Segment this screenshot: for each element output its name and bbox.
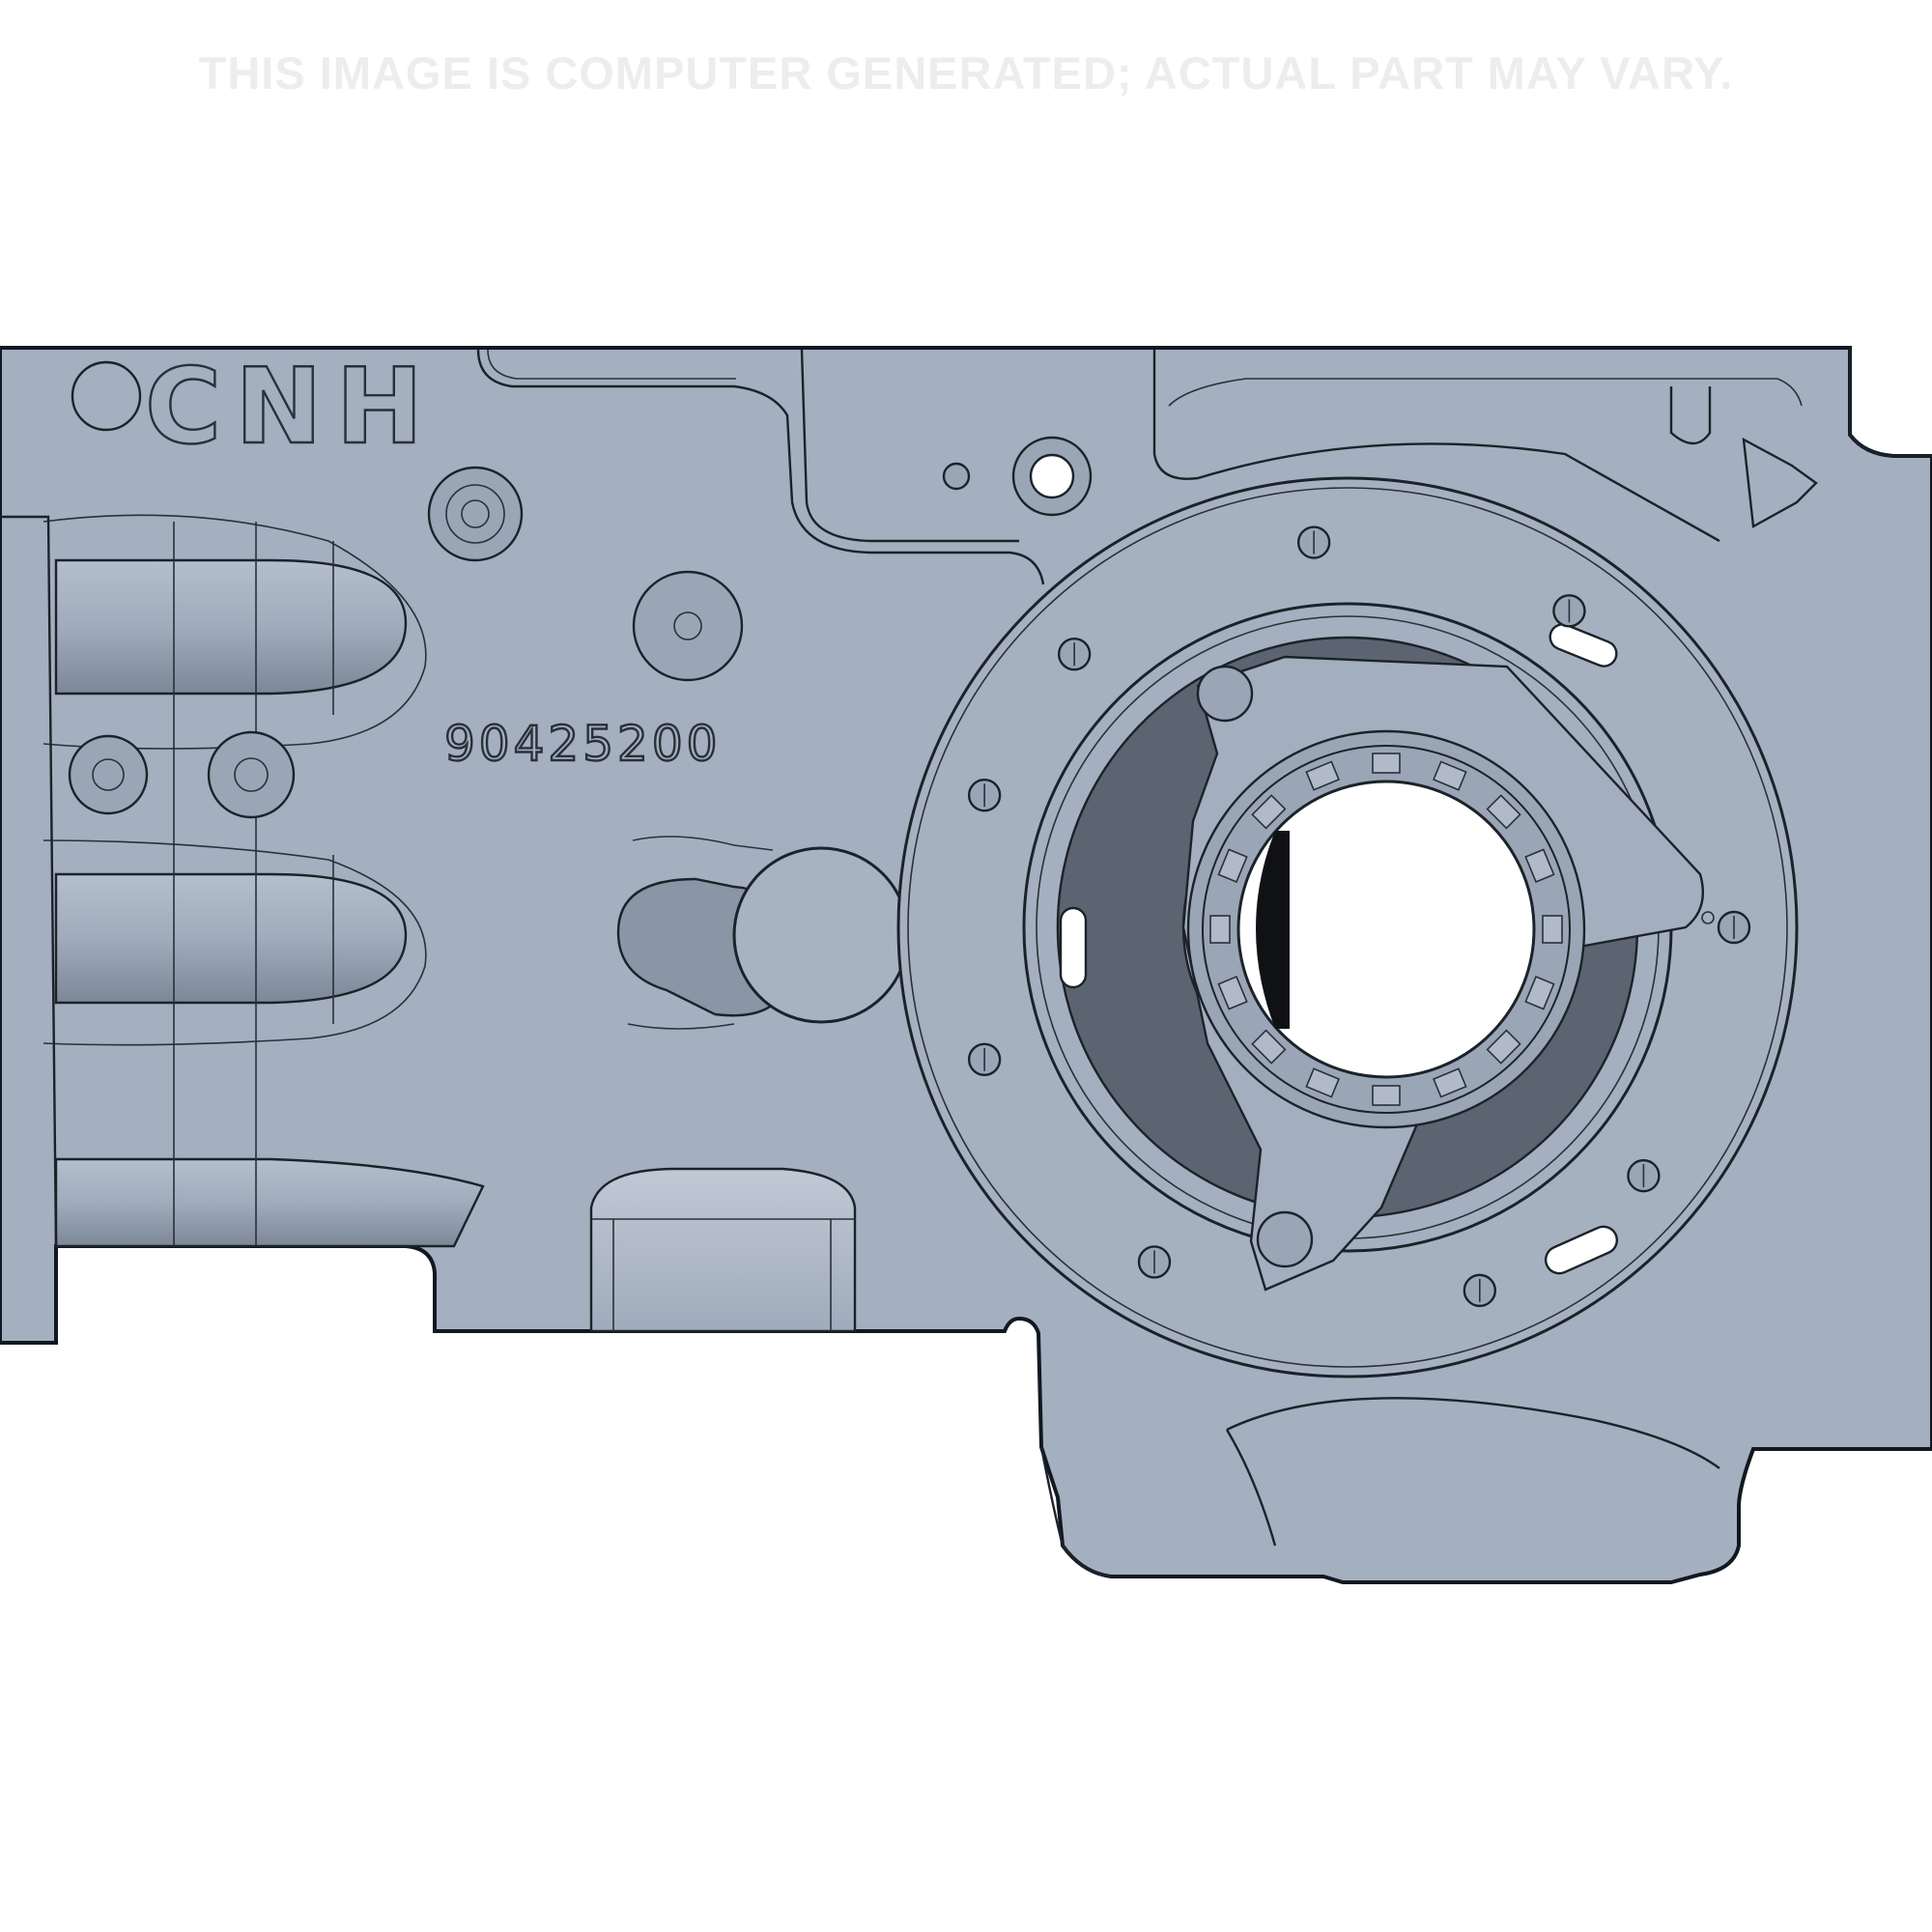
- spline-tooth: [1372, 1085, 1401, 1106]
- top-ridge-2: [487, 349, 736, 380]
- spline-tooth: [1305, 760, 1340, 791]
- spline-tooth: [1486, 794, 1521, 830]
- right-pocket: [1152, 350, 1720, 543]
- logo-text: CNH: [145, 347, 437, 468]
- plate-bolt-top: [1196, 665, 1254, 723]
- flange-bolts: [967, 526, 1751, 1308]
- top-ridge-1: [476, 349, 1045, 585]
- spline-tooth: [1524, 976, 1555, 1010]
- left-channels: [0, 514, 485, 1248]
- right-step: [1848, 348, 1932, 458]
- top-right-band: [1168, 378, 1803, 407]
- top-pocket: [800, 349, 1019, 543]
- disclaimer-text: THIS IMAGE IS COMPUTER GENERATED; ACTUAL…: [198, 47, 1734, 99]
- plate-bolt-bottom: [1256, 1210, 1314, 1268]
- spline-tooth: [1433, 1067, 1467, 1098]
- spline-tooth: [1217, 848, 1248, 883]
- small-bosses: [68, 436, 1093, 819]
- spline-tooth: [1251, 1029, 1287, 1065]
- corner-boss: [1742, 437, 1818, 528]
- keyhole-boss: [616, 836, 910, 1030]
- center-bore: [1186, 729, 1586, 1129]
- bottom-bowl: [589, 1167, 857, 1333]
- recess-slots: [1059, 623, 1619, 1275]
- spline-tooth: [1305, 1067, 1340, 1098]
- plate-pin: [1701, 911, 1715, 924]
- part-number: 90425200: [444, 716, 722, 772]
- spline-tooth: [1217, 976, 1248, 1010]
- spline-tooth: [1524, 848, 1555, 883]
- spline-tooth: [1486, 1029, 1521, 1065]
- spline-tooth: [1251, 794, 1287, 830]
- spline-tooth: [1209, 915, 1231, 944]
- spline-tooth: [1433, 760, 1467, 791]
- spline-tooth: [1542, 915, 1563, 944]
- logo-ring: [71, 360, 142, 432]
- spline-tooth: [1372, 753, 1401, 774]
- outer-shadow-line: [1039, 1446, 1112, 1578]
- bottom-bowl-line: [591, 1218, 855, 1331]
- u-slot: [1669, 386, 1712, 445]
